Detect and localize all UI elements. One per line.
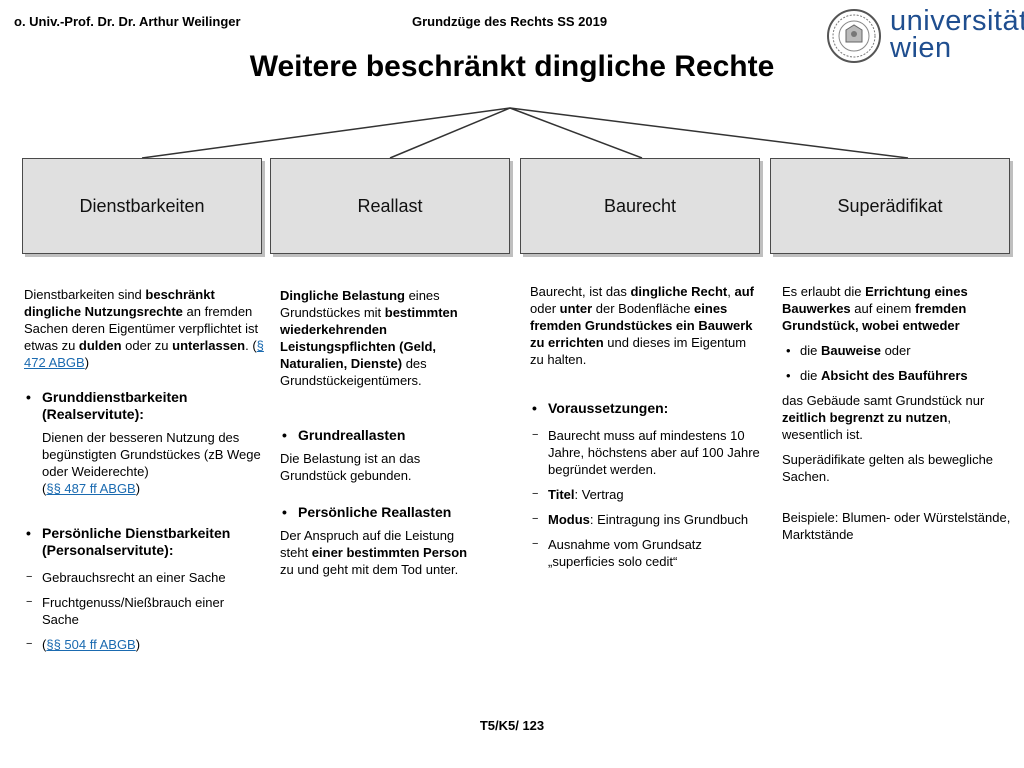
col3-intro: Baurecht, ist das dingliche Recht, auf o… — [530, 283, 760, 368]
connector-line-1 — [141, 107, 511, 159]
text: : Eintragung ins Grundbuch — [589, 512, 749, 527]
col4-para2: das Gebäude samt Grundstück nur zeitlich… — [782, 392, 1012, 443]
col4-intro: Es erlaubt die Errichtung eines Bauwerke… — [782, 283, 1012, 334]
text: der Bodenfläche — [592, 301, 695, 316]
text: : Vertrag — [574, 487, 624, 502]
text: ( — [42, 481, 47, 496]
text: ( — [42, 637, 47, 652]
box-superaedifikat: Superädifikat — [770, 158, 1010, 254]
grundreallasten-desc: Die Belastung ist an das Grundstück gebu… — [280, 451, 421, 483]
persoenliche-reallasten-desc: Der Anspruch auf die Leistung steht eine… — [280, 527, 480, 578]
page-footer: T5/K5/ 123 — [479, 718, 545, 733]
bullet-bauweise: die Bauweise oder — [782, 342, 1012, 359]
text: eines Grundstückes mit — [280, 288, 440, 320]
bold-text: Modus — [548, 512, 590, 527]
text: oder zu — [121, 338, 173, 353]
text: und dieses im Eigentum zu halten. — [530, 335, 747, 367]
box-baurecht: Baurecht — [520, 158, 760, 254]
grunddienstbarkeiten-ref: (§§ 487 ff ABGB) — [24, 480, 264, 497]
dash-titel: Titel: Vertrag — [530, 486, 760, 503]
dash-gebrauchsrecht: Gebrauchsrecht an einer Sache — [24, 569, 264, 586]
text: ) — [135, 637, 141, 652]
col4-para4: Beispiele: Blumen- oder Würstelstände, M… — [782, 510, 1011, 542]
bold-text: bestimmten wiederkehrenden Leistungspfli… — [280, 305, 458, 371]
bullet-grunddienstbarkeiten: Grunddienstbarkeiten (Realservitute): — [24, 389, 264, 423]
bold-text: unterlassen — [172, 338, 246, 353]
university-seal-icon — [827, 9, 881, 63]
col1-intro: Dienstbarkeiten sind beschränkt dinglich… — [24, 286, 264, 371]
bold-text: Dingliche Belastung — [280, 288, 405, 303]
connector-line-3 — [509, 107, 643, 159]
text: ) — [135, 481, 141, 496]
bold-text: dulden — [78, 338, 122, 353]
box-dienstbarkeiten: Dienstbarkeiten — [22, 158, 262, 254]
text: das Gebäude samt Grundstück nur — [782, 393, 985, 408]
dash-dauer: Baurecht muss auf mindestens 10 Jahre, h… — [530, 427, 760, 478]
header-author: o. Univ.-Prof. Dr. Dr. Arthur Weilinger — [14, 14, 241, 29]
column-baurecht: Baurecht, ist das dingliche Recht, auf o… — [530, 283, 760, 578]
bold-text: Bauweise — [820, 343, 881, 358]
text: Der Anspruch auf die Leistung steht — [280, 528, 455, 560]
text: , — [727, 284, 735, 299]
link-504-abgb[interactable]: §§ 504 ff ABGB — [46, 637, 136, 652]
grunddienstbarkeiten-desc: Dienen der besseren Nutzung des begünsti… — [42, 430, 261, 479]
column-superaedifikat: Es erlaubt die Errichtung eines Bauwerke… — [782, 283, 1012, 551]
text: die — [800, 368, 821, 383]
link-487-abgb[interactable]: §§ 487 ff ABGB — [46, 481, 136, 496]
logo-wordmark: universität wien — [890, 5, 1024, 64]
text: oder — [530, 301, 560, 316]
column-reallast: Dingliche Belastung eines Grundstückes m… — [280, 287, 480, 586]
text: Dienstbarkeiten sind — [24, 287, 146, 302]
link-472-abgb[interactable]: § 472 ABGB — [24, 338, 264, 370]
bold-text: zeitlich begrenzt zu nutzen — [782, 410, 948, 425]
header-course: Grundzüge des Rechts SS 2019 — [412, 14, 608, 29]
bullet-voraussetzungen: Voraussetzungen: — [530, 400, 760, 417]
university-logo: universität wien — [826, 7, 1024, 68]
bold-text: eines fremden Grundstückes ein Bauwerk z… — [530, 301, 753, 350]
bullet-persoenliche-reallasten: Persönliche Reallasten — [280, 504, 480, 521]
connector-line-4 — [509, 107, 909, 159]
bullet-persoenliche-dienstbarkeiten: Persönliche Dienstbarkeiten (Personalser… — [24, 525, 264, 559]
text: . ( — [245, 338, 257, 353]
text: des Grundstückeigentümers. — [280, 356, 427, 388]
text: Es erlaubt die — [782, 284, 866, 299]
text: auf einem — [850, 301, 915, 316]
text: zu und geht mit dem Tod unter. — [280, 562, 459, 577]
text: an fremden Sachen deren Eigentümer verpf… — [24, 304, 259, 353]
bold-text: Errichtung eines Bauwerkes — [782, 284, 968, 316]
bold-text: Titel — [548, 487, 575, 502]
bullet-absicht: die Absicht des Bauführers — [782, 367, 1012, 384]
text: Baurecht, ist das — [530, 284, 631, 299]
dash-modus: Modus: Eintragung ins Grundbuch — [530, 511, 760, 528]
text: oder — [880, 343, 911, 358]
logo-line-2: wien — [890, 32, 952, 64]
col2-intro: Dingliche Belastung eines Grundstückes m… — [280, 287, 480, 389]
dash-fruchtgenuss: Fruchtgenuss/Nießbrauch einer Sache — [24, 594, 264, 628]
column-dienstbarkeiten: Dienstbarkeiten sind beschränkt dinglich… — [24, 286, 264, 661]
logo-line-1: universität — [890, 5, 1024, 37]
bold-text: unter — [559, 301, 593, 316]
bold-text: beschränkt dingliche Nutzungsrechte — [24, 287, 215, 319]
bold-text: auf — [734, 284, 754, 299]
dash-ausnahme: Ausnahme vom Grundsatz „superficies solo… — [530, 536, 760, 570]
text: , wesentlich ist. — [782, 410, 952, 442]
col4-para3: Superädifikate gelten als bewegliche Sac… — [782, 452, 994, 484]
box-reallast: Reallast — [270, 158, 510, 254]
bold-text: dingliche Recht — [630, 284, 728, 299]
page-title: Weitere beschränkt dingliche Rechte — [249, 50, 775, 83]
connector-line-2 — [389, 107, 511, 159]
text: ) — [84, 355, 90, 370]
bold-text: Absicht des Bauführers — [820, 368, 968, 383]
bold-text: einer bestimmten Person — [311, 545, 468, 560]
bold-text: fremden Grundstück, wobei entweder — [782, 301, 967, 333]
bullet-grundreallasten: Grundreallasten — [280, 427, 480, 444]
dash-504-ref: (§§ 504 ff ABGB) — [24, 636, 264, 653]
text: die — [800, 343, 821, 358]
